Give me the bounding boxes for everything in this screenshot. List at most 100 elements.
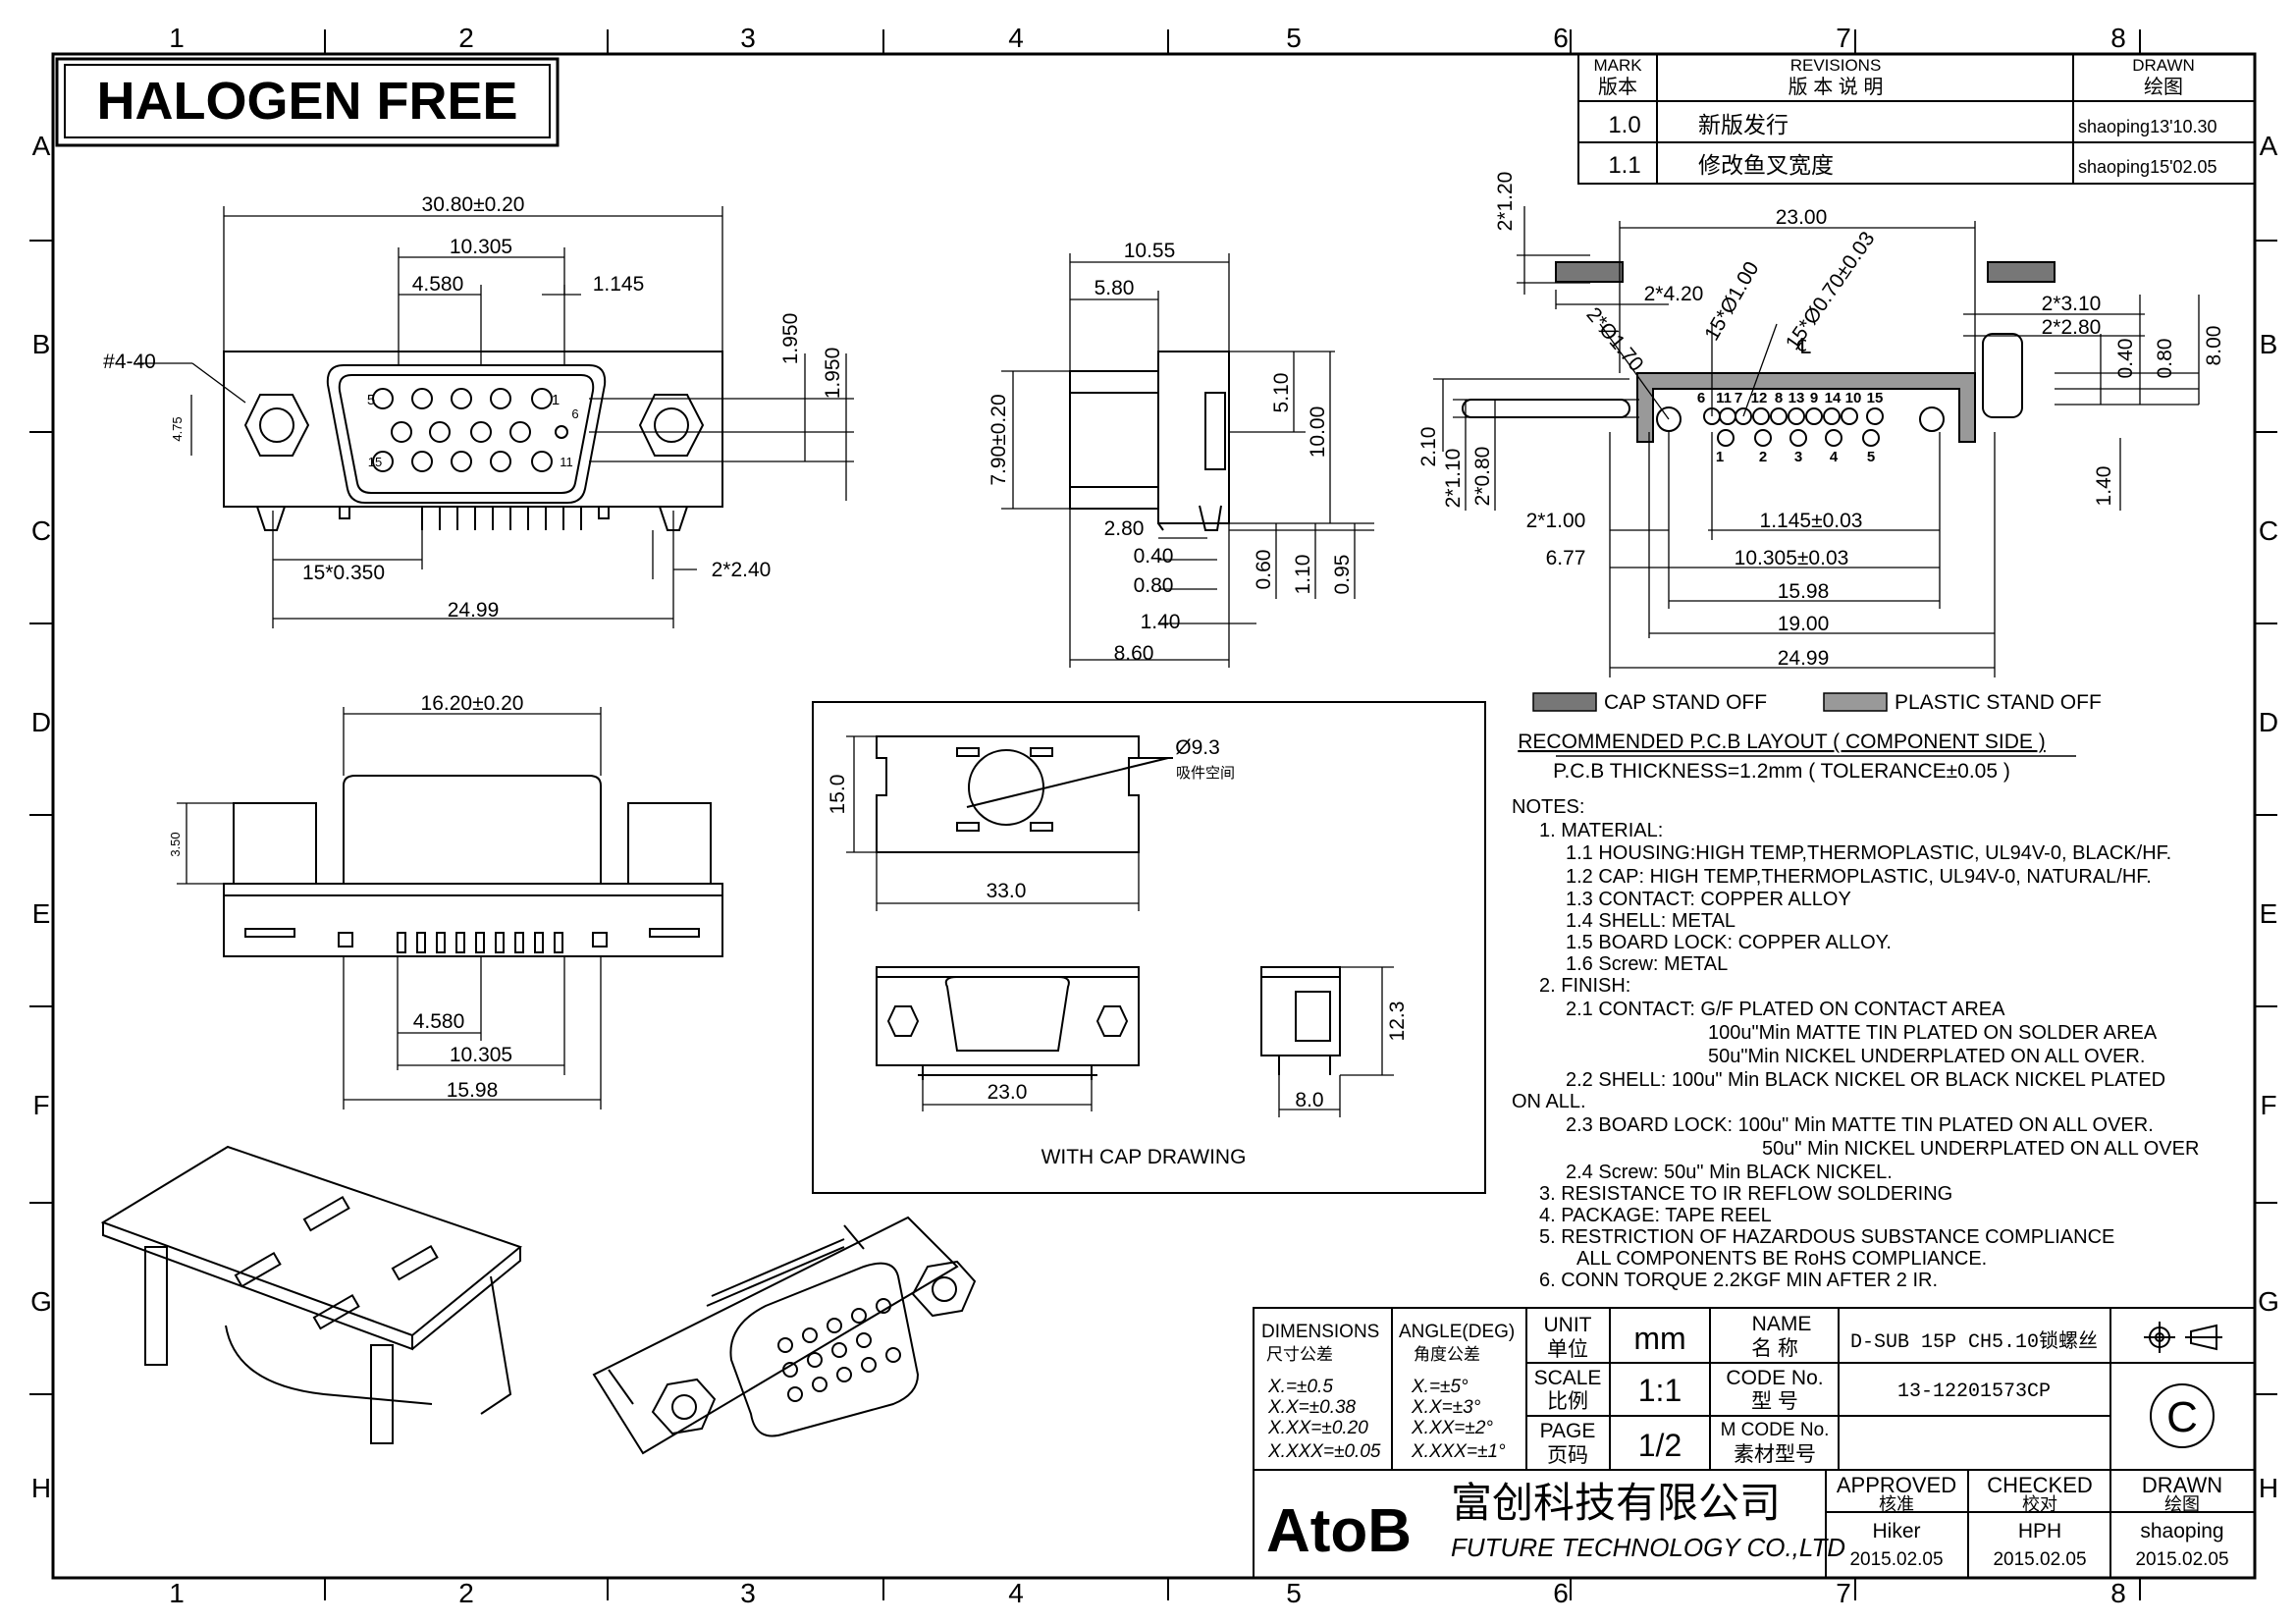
board-lock-hole — [1656, 406, 1682, 432]
dim-label: 16.20±0.20 — [421, 692, 524, 715]
cap-standoff-right — [1987, 261, 2056, 283]
angle-value: X.XXX=±1° — [1411, 1441, 1506, 1462]
note-line: 2.2 SHELL: 100u" Min BLACK NICKEL OR BLA… — [1566, 1069, 2165, 1091]
row-label: G — [30, 1286, 52, 1317]
note-line: 1.6 Screw: METAL — [1566, 953, 1728, 975]
iso-view-connector — [592, 1216, 977, 1455]
tol-value: X.XXX=±0.05 — [1267, 1441, 1381, 1462]
tol-value: X.=±0.5 — [1267, 1377, 1333, 1397]
note-line: 1.4 SHELL: METAL — [1566, 910, 1735, 932]
pin-number: 9 — [1810, 390, 1818, 406]
revisions-table — [1577, 53, 2256, 185]
col-label: 7 — [1836, 1578, 1851, 1608]
board-lock-hole — [1919, 406, 1945, 432]
unit-label-cn: 单位 — [1547, 1338, 1588, 1361]
pin-number: 4 — [1830, 449, 1839, 465]
approved-name: Hiker — [1872, 1520, 1920, 1543]
code-label-cn: 型 号 — [1751, 1390, 1798, 1413]
col-label: 8 — [2110, 23, 2126, 53]
row-label: E — [2260, 898, 2278, 929]
name-label-cn: 名 称 — [1751, 1337, 1798, 1360]
pin-number: 7 — [1735, 390, 1742, 406]
dim-label: 15*Ø1.00 — [1700, 258, 1763, 345]
grid-labels: 1 2 3 4 5 6 7 8 1 2 3 4 5 6 7 8 A B C D … — [30, 23, 2279, 1608]
note-line: ON ALL. — [1512, 1091, 1586, 1112]
unit-label: UNIT — [1544, 1314, 1592, 1336]
side-dimensions — [1001, 253, 1374, 668]
copyright-circle — [2150, 1383, 2215, 1448]
col-label: 2 — [458, 1578, 474, 1608]
dim-label: 5.10 — [1270, 373, 1293, 413]
note-line: 50u"Min NICKEL UNDERPLATED ON ALL OVER. — [1708, 1046, 2145, 1067]
pin-number: 2 — [1759, 449, 1767, 465]
notes: NOTES: 1. MATERIAL: 1.1 HOUSING:HIGH TEM… — [1512, 796, 2199, 1291]
rev-mark: 1.1 — [1608, 152, 1640, 179]
unit-value: mm — [1633, 1321, 1685, 1356]
front-screw-hole-left — [259, 407, 294, 443]
pcb-dimensions — [1433, 206, 2200, 677]
pin-number: 10 — [1845, 390, 1862, 406]
dim-label: 10.305 — [450, 236, 512, 258]
note-line: 100u"Min MATTE TIN PLATED ON SOLDER AREA — [1708, 1022, 2158, 1044]
front-screw-hole-right — [654, 407, 689, 443]
projection-symbol-icon — [2144, 1322, 2222, 1353]
tol-value: X.XX=±0.20 — [1267, 1418, 1368, 1438]
dim-label: 1.950 — [779, 313, 802, 365]
note-line: 1.3 CONTACT: COPPER ALLOY — [1566, 889, 1851, 910]
front-dshell-outer — [326, 364, 607, 504]
pin-number: 11 — [560, 455, 573, 469]
pcb-holes-bottom — [1717, 429, 1880, 447]
dim-label: 2*4.20 — [1644, 283, 1704, 305]
dim-label: 10.00 — [1307, 406, 1329, 459]
dim-label: 0.95 — [1331, 555, 1354, 595]
angle-label-cn: 角度公差 — [1414, 1345, 1480, 1364]
row-label: E — [32, 898, 51, 929]
pin-number: 1 — [1716, 449, 1724, 465]
drawn-label-cn: 绘图 — [2164, 1494, 2200, 1514]
col-label: 5 — [1286, 1578, 1302, 1608]
company-logo: AtoB — [1266, 1497, 1412, 1565]
col-label: 8 — [2110, 1578, 2126, 1608]
company-name-cn: 富创科技有限公司 — [1451, 1480, 1781, 1526]
col-label: 3 — [740, 1578, 756, 1608]
pcb-pin-numbers: 6 11 7 12 8 13 9 14 10 15 1 2 3 4 5 — [1697, 390, 1884, 465]
rev-drawn: shaoping13'10.30 — [2078, 117, 2217, 136]
row-label: H — [31, 1473, 51, 1503]
pin-number: 5 — [367, 392, 375, 408]
dim-label: 15*0.350 — [302, 562, 385, 584]
row-label: B — [2260, 329, 2278, 359]
name-value: D-SUB 15P CH5.10锁螺丝 — [1850, 1329, 2098, 1354]
dim-label: 15.98 — [1778, 580, 1830, 603]
dims-label: DIMENSIONS — [1261, 1322, 1379, 1342]
dim-label: 2*3.10 — [2042, 293, 2102, 315]
front-view-labels: 30.80±0.20 10.305 4.580 1.145 #4-40 4.75… — [103, 193, 844, 622]
rev-drawn: shaoping15'02.05 — [2078, 157, 2217, 177]
rev-col-mark-cn: 版本 — [1598, 76, 1637, 98]
tol-value: X.X=±0.38 — [1267, 1397, 1357, 1418]
col-label: 4 — [1008, 1578, 1024, 1608]
pin-number: 6 — [571, 406, 578, 421]
cap-drawing — [812, 701, 1486, 1194]
bottom-pins — [397, 932, 563, 953]
note-line: 4. PACKAGE: TAPE REEL — [1539, 1205, 1772, 1226]
dim-label: 23.0 — [988, 1081, 1028, 1104]
dim-label: 8.60 — [1114, 642, 1154, 665]
approved-label: APPROVED — [1837, 1473, 1956, 1497]
drawn-label: DRAWN — [2142, 1473, 2222, 1497]
front-hex-right — [638, 394, 705, 457]
legend-plastic-swatch — [1823, 692, 1888, 712]
dim-label: 10.305±0.03 — [1735, 547, 1849, 569]
side-view-labels: 10.55 5.80 7.90±0.20 5.10 10.00 2.80 0.4… — [988, 240, 1354, 665]
cap-dimensions — [846, 735, 1394, 1117]
front-view — [137, 206, 854, 628]
bottom-dshell — [343, 775, 602, 885]
notes-heading: NOTES: — [1512, 796, 1584, 818]
dim-label: 2.80 — [1104, 517, 1145, 540]
note-line: 1.1 HOUSING:HIGH TEMP,THERMOPLASTIC, UL9… — [1566, 842, 2171, 864]
dim-label: 0.60 — [1253, 550, 1275, 590]
dim-label: 2*2.80 — [2042, 316, 2102, 339]
pin-number: 12 — [1751, 390, 1768, 406]
page-value: 1/2 — [1638, 1428, 1682, 1463]
bottom-view-labels: 16.20±0.20 3.50 4.580 10.305 15.98 — [168, 692, 523, 1102]
dim-label: 15.98 — [447, 1079, 499, 1102]
